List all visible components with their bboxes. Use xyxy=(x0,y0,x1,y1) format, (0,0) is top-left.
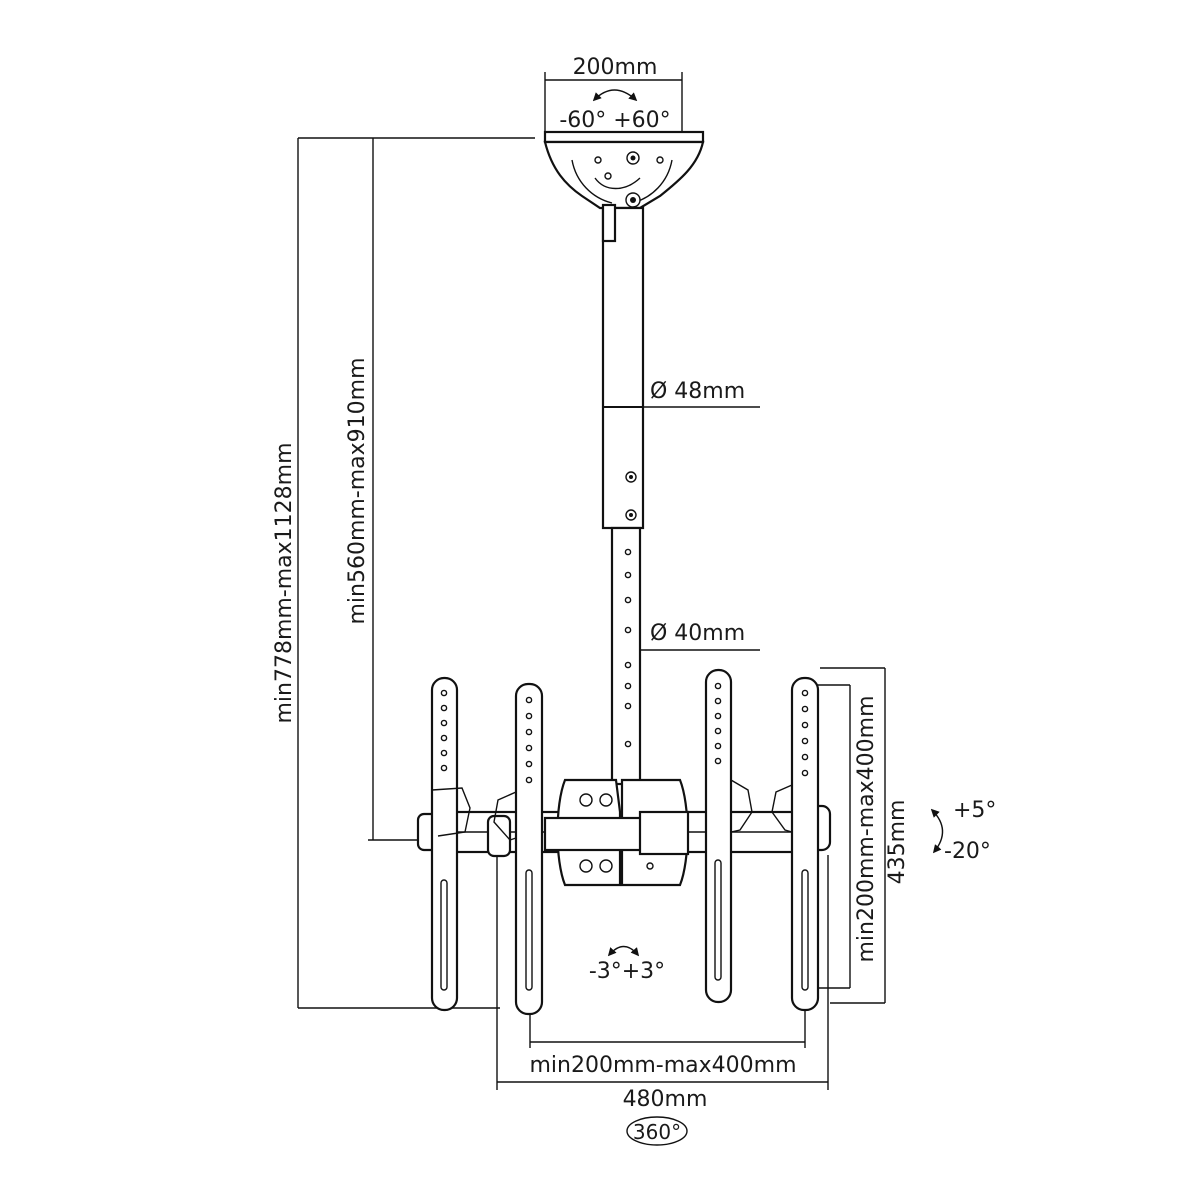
center-clamp xyxy=(543,778,690,887)
tilt-up-label: +5° xyxy=(953,798,996,823)
bracket-height-label: 435mm xyxy=(885,800,910,885)
right-front-arm xyxy=(771,676,820,1012)
inner-tube-label: Ø 40mm xyxy=(650,621,745,646)
bracket-width-label: 480mm xyxy=(623,1087,708,1112)
left-front-arm xyxy=(493,682,544,1016)
rotation-arrow-icon xyxy=(607,945,640,957)
dimension-lines xyxy=(297,72,886,1090)
right-back-arm xyxy=(704,668,753,1004)
outer-tube-label: Ø 48mm xyxy=(650,379,745,404)
top-swivel-label: -60° +60° xyxy=(559,108,670,133)
pole-height-label: min560mm-max910mm xyxy=(345,357,370,624)
ceiling-plate xyxy=(543,130,705,210)
spin-icon xyxy=(626,1116,688,1146)
total-height-label: min778mm-max1128mm xyxy=(272,442,297,723)
vesa-horizontal-label: min200mm-max400mm xyxy=(529,1053,796,1078)
spin-label: 360° xyxy=(633,1120,681,1144)
swivel-arrow-icon xyxy=(592,89,638,102)
top-width-label: 200mm xyxy=(573,55,658,80)
tilt-down-label: -20° xyxy=(944,839,991,864)
pole xyxy=(601,203,645,786)
tilt-arrow-icon xyxy=(930,808,944,854)
left-back-arm xyxy=(430,676,471,1012)
rotation-label: -3°+3° xyxy=(589,959,665,984)
vesa-vertical-label: min200mm-max400mm xyxy=(854,695,879,962)
